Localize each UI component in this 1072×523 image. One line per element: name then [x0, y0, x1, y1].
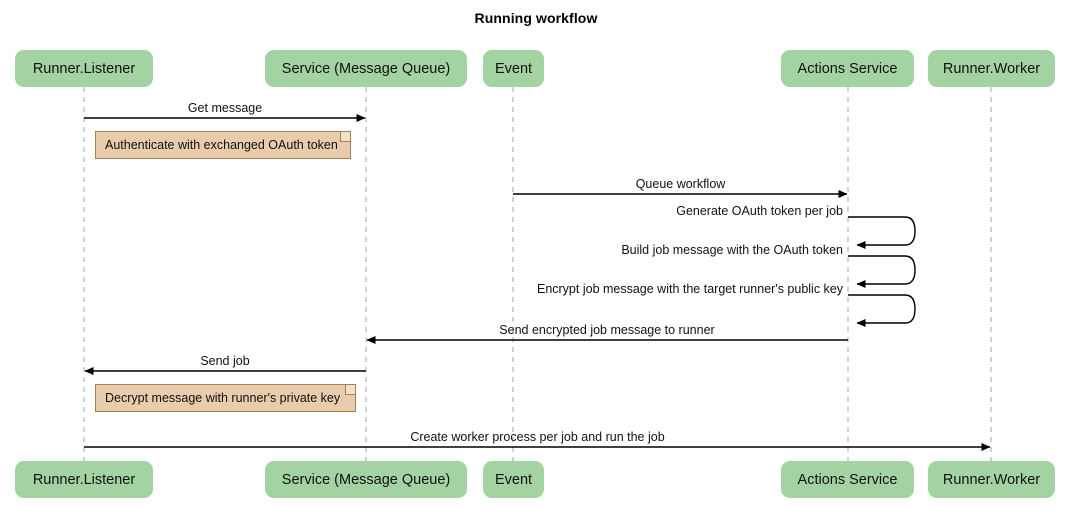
arrows-group [84, 114, 991, 451]
note-fold-corner-icon [340, 132, 350, 142]
participant-actions-service-top[interactable]: Actions Service [781, 50, 914, 87]
message-generate-oauth-token-per-job-selfloop [848, 216, 916, 249]
message-send-job-label: Send job [200, 354, 250, 368]
participant-label: Actions Service [797, 471, 898, 488]
message-create-worker-process-per-job-and-run-the-job-label: Create worker process per job and run th… [410, 430, 665, 444]
note-fold-corner-icon [345, 385, 355, 395]
message-encrypt-job-message-with-the-target-runner-s-public-key-label: Encrypt job message with the target runn… [536, 282, 843, 296]
participant-service-message-queue-bottom[interactable]: Service (Message Queue) [265, 461, 467, 498]
participant-label: Event [494, 60, 533, 77]
participant-event-top[interactable]: Event [483, 50, 544, 87]
participant-service-message-queue-top[interactable]: Service (Message Queue) [265, 50, 467, 87]
participant-label: Event [494, 471, 533, 488]
participant-label: Actions Service [797, 60, 898, 77]
message-send-encrypted-job-message-to-runner-label: Send encrypted job message to runner [499, 323, 715, 337]
message-encrypt-job-message-with-the-target-runner-s-public-key-selfloop [848, 294, 916, 327]
participant-runner-worker-top[interactable]: Runner.Worker [928, 50, 1055, 87]
participant-runner-listener-top[interactable]: Runner.Listener [15, 50, 153, 87]
message-build-job-message-with-the-oauth-token-selfloop [848, 255, 916, 288]
participant-label: Service (Message Queue) [281, 471, 451, 488]
participant-label: Runner.Listener [32, 471, 136, 488]
participant-label: Runner.Worker [942, 471, 1041, 488]
note-authenticate-with-exchanged-oauth-token: Authenticate with exchanged OAuth token [95, 131, 351, 159]
participant-label: Service (Message Queue) [281, 60, 451, 77]
participant-runner-worker-bottom[interactable]: Runner.Worker [928, 461, 1055, 498]
note-text: Decrypt message with runner's private ke… [105, 391, 341, 405]
participant-label: Runner.Listener [32, 60, 136, 77]
note-decrypt-message-with-runner-s-private-key: Decrypt message with runner's private ke… [95, 384, 356, 412]
note-text: Authenticate with exchanged OAuth token [105, 138, 338, 152]
message-queue-workflow-label: Queue workflow [635, 177, 726, 191]
message-get-message-label: Get message [187, 101, 263, 115]
participant-runner-listener-bottom[interactable]: Runner.Listener [15, 461, 153, 498]
participant-label: Runner.Worker [942, 60, 1041, 77]
page-title: Running workflow [474, 10, 598, 26]
participant-event-bottom[interactable]: Event [483, 461, 544, 498]
lifelines-group [83, 87, 992, 461]
message-build-job-message-with-the-oauth-token-label: Build job message with the OAuth token [621, 243, 843, 257]
message-generate-oauth-token-per-job-label: Generate OAuth token per job [676, 204, 843, 218]
participant-actions-service-bottom[interactable]: Actions Service [781, 461, 914, 498]
